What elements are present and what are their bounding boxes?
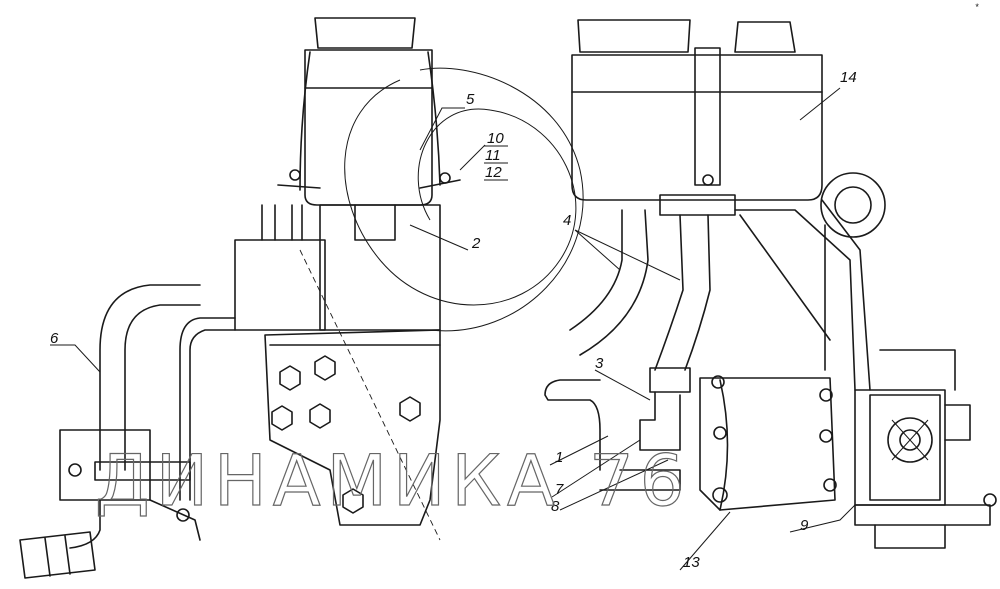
callout-3: 3 [595, 355, 604, 372]
leader-lines [50, 87, 856, 571]
left-reservoir [277, 17, 461, 206]
watermark-swirl [344, 67, 584, 332]
pulley-9 [854, 349, 997, 549]
watermark-text: ДИНАМИКА 76 [95, 440, 690, 522]
callout-7: 7 [555, 481, 564, 498]
callout-11: 11 [485, 147, 501, 164]
callout-1: 1 [555, 449, 563, 466]
callout-12: 12 [485, 164, 502, 181]
callout-9: 9 [800, 517, 809, 534]
callout-4: 4 [563, 212, 571, 229]
callout-2: 2 [471, 235, 481, 252]
callout-14: 14 [840, 69, 857, 86]
corner-mark: * [975, 2, 979, 12]
callout-5: 5 [466, 91, 475, 108]
hose-6 [19, 284, 236, 579]
hoses-4 [569, 209, 711, 451]
callout-8: 8 [551, 498, 560, 515]
callout-13: 13 [683, 554, 700, 571]
callout-10: 10 [487, 130, 504, 147]
callout-labels: 1 2 3 4 5 6 7 8 9 10 11 12 13 14 [50, 69, 857, 571]
callout-6: 6 [50, 330, 59, 347]
pump-13 [544, 375, 837, 511]
right-reservoir [571, 19, 886, 391]
left-bracket [234, 204, 441, 541]
